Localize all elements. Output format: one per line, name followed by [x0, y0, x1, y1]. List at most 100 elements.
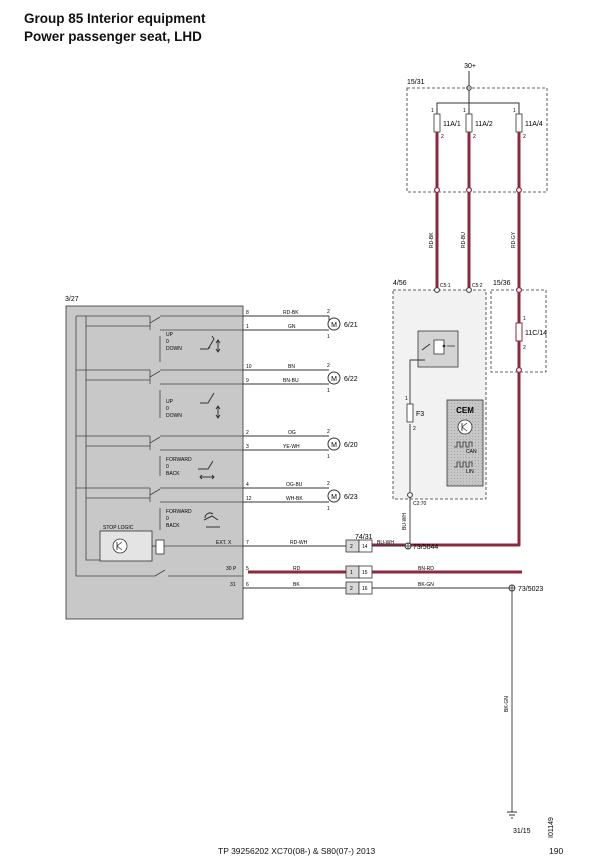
fuse-11A-4: 1 2 11A/4	[513, 108, 543, 140]
svg-text:CAN: CAN	[466, 449, 477, 455]
motor-6-23: M 2 1 6/23	[327, 481, 358, 512]
switch3-back: BACK	[166, 471, 180, 477]
motor-icon	[327, 317, 341, 331]
wire-label-rd-gy: RD-GY	[511, 231, 517, 248]
motor-6-20: M 2 1 6/20	[327, 429, 358, 460]
svg-text:16: 16	[362, 586, 368, 592]
svg-text:2: 2	[327, 481, 330, 487]
seat-module-box	[65, 305, 244, 620]
cem-connector-c2-70: C2:70	[413, 501, 427, 507]
svg-text:F3: F3	[416, 411, 424, 418]
row-pin-7: 7	[246, 540, 249, 546]
ext-x-label: EXT. X	[216, 540, 232, 546]
svg-text:1: 1	[513, 108, 516, 114]
cem-relay	[417, 330, 459, 368]
row-color-bn-bu: BN-BU	[283, 378, 299, 384]
svg-text:2: 2	[523, 345, 526, 351]
page-subtitle: Power passenger seat, LHD	[24, 29, 202, 44]
power-wires	[248, 132, 522, 574]
seat-height-front-icon	[200, 338, 215, 350]
svg-text:6/23: 6/23	[344, 494, 358, 501]
fusebox-15-31-id: 15/31	[407, 79, 425, 86]
svg-text:6/20: 6/20	[344, 442, 358, 449]
row-color-bn: BN	[288, 364, 295, 370]
svg-text:2: 2	[327, 363, 330, 369]
svg-text:74/31: 74/31	[355, 534, 373, 541]
seat-tilt-icon	[203, 512, 220, 528]
row-pin-1: 1	[246, 324, 249, 330]
footer-page-number: 190	[549, 846, 564, 856]
row-pin-2: 2	[246, 430, 249, 436]
seat-module-internal-wiring	[75, 315, 243, 577]
svg-text:14: 14	[362, 544, 368, 550]
stop-logic-transistor-icon	[112, 538, 128, 554]
wire-label-ground: BK-GN	[504, 696, 510, 712]
wire-label-bn-rd: BN-RD	[418, 566, 434, 572]
ground-point-73-5044: 73/5044	[404, 542, 438, 551]
row-color-og-bu: OG-BU	[286, 482, 303, 488]
row-pin-6: 6	[246, 582, 249, 588]
wire-label-bu-wh: BU-WH	[377, 540, 394, 546]
switch2-zero: 0	[166, 406, 169, 412]
wire-label-cem-out: BU-WH	[402, 513, 408, 530]
svg-text:2: 2	[473, 134, 476, 140]
seat-height-rear-icon	[200, 392, 215, 404]
switch3-forward: FORWARD	[166, 457, 192, 463]
cem-transistor-icon	[457, 419, 473, 435]
svg-text:2: 2	[523, 134, 526, 140]
switch2-up: UP	[166, 399, 174, 405]
svg-text:1: 1	[327, 334, 330, 340]
motor-6-22: M 2 1 6/22	[327, 363, 358, 394]
svg-text:2: 2	[350, 586, 353, 592]
ground-point-73-5023: 73/5023	[508, 584, 543, 593]
seat-module-id: 3/27	[65, 296, 79, 303]
svg-text:M: M	[331, 494, 337, 501]
switch1-zero: 0	[166, 339, 169, 345]
row-color-rd-wh: RD-WH	[290, 540, 308, 546]
row-color-bk: BK	[293, 582, 300, 588]
fusebox-15-31	[406, 87, 548, 193]
svg-text:11A/4: 11A/4	[525, 121, 543, 128]
row-pin-9: 9	[246, 378, 249, 384]
row-color-wh-bk: WH-BK	[286, 496, 303, 502]
motor-6-21: M 2 1 6/21	[327, 309, 358, 340]
fuse-11C-14: 1 2 11C/14	[515, 316, 547, 351]
row-pin-4: 4	[246, 482, 249, 488]
motor-icon	[327, 371, 341, 385]
stop-logic-label: STOP LOGIC	[103, 525, 134, 531]
svg-text:M: M	[331, 442, 337, 449]
svg-text:15: 15	[362, 570, 368, 576]
svg-text:1: 1	[523, 316, 526, 322]
drawing-id: I01149	[548, 817, 555, 838]
switch1-up: UP	[166, 332, 174, 338]
footer-document: TP 39256202 XC70(08-) & S80(07-) 2013	[218, 846, 376, 856]
svg-text:LIN: LIN	[466, 469, 474, 475]
connector-74-31: 74/31 2 14 1 15 2 16	[345, 534, 373, 595]
motor-icon	[327, 437, 341, 451]
svg-text:2: 2	[441, 134, 444, 140]
arrow-up-down-icon	[215, 339, 221, 353]
chassis-ground-label: 31/15	[513, 828, 531, 835]
lin-signal-icon	[454, 461, 473, 468]
switch4-back: BACK	[166, 523, 180, 529]
row-pin-3: 3	[246, 444, 249, 450]
svg-text:2: 2	[327, 309, 330, 315]
cem-id: 4/56	[393, 280, 407, 287]
svg-text:M: M	[331, 376, 337, 383]
row-color-rd: RD	[293, 566, 301, 572]
row-color-ye-wh: YE-WH	[283, 444, 300, 450]
svg-text:1: 1	[327, 454, 330, 460]
svg-text:M: M	[331, 322, 337, 329]
can-signal-icon	[454, 441, 473, 448]
switch4-zero: 0	[166, 516, 169, 522]
stop-logic-relay-coil	[155, 539, 165, 555]
svg-text:1: 1	[350, 570, 353, 576]
p30-label: 30 P	[226, 566, 237, 572]
cem-fuse-f3: 1 2 F3	[405, 396, 424, 432]
svg-text:1: 1	[327, 506, 330, 512]
wire-label-rd-bu: RD-BU	[461, 232, 467, 248]
wire-label-bk-gn: BK-GN	[418, 582, 434, 588]
p31-label: 31	[230, 582, 236, 588]
row-color-gn: GN	[288, 324, 296, 330]
svg-text:1: 1	[463, 108, 466, 114]
